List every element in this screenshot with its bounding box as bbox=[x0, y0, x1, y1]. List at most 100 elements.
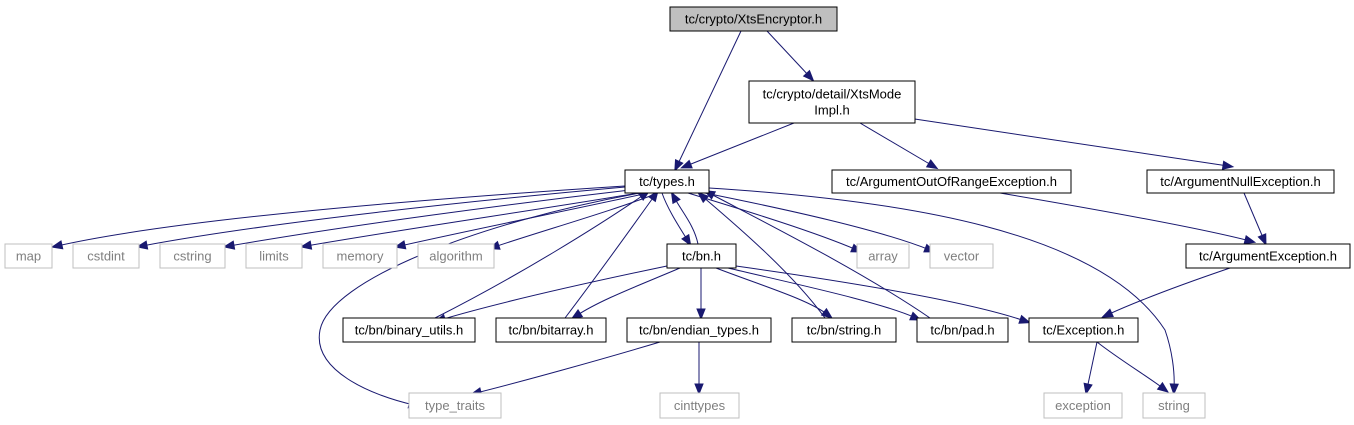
arrowhead bbox=[680, 159, 693, 169]
node-map: map bbox=[4, 243, 53, 269]
arrowhead bbox=[820, 307, 834, 319]
node-label: limits bbox=[259, 249, 289, 264]
edge-xtsmode-to-anull bbox=[907, 117, 1235, 170]
node-box bbox=[322, 243, 398, 269]
edge-line bbox=[141, 186, 626, 247]
node-endian[interactable]: tc/bn/endian_types.h bbox=[626, 317, 772, 343]
node-box bbox=[245, 243, 303, 269]
node-bnstring[interactable]: tc/bn/string.h bbox=[791, 317, 897, 343]
node-bn[interactable]: tc/bn.h bbox=[666, 243, 737, 269]
arrowhead bbox=[50, 240, 64, 250]
edge-aoor-to-aexc bbox=[999, 192, 1257, 245]
edge-root-to-types bbox=[674, 30, 742, 172]
node-box bbox=[417, 243, 495, 269]
node-box bbox=[831, 169, 1072, 194]
node-label: map bbox=[16, 249, 41, 264]
node-label: tc/Exception.h bbox=[1043, 323, 1125, 338]
edge-line bbox=[708, 187, 1175, 390]
edge-line bbox=[1106, 267, 1231, 316]
node-box bbox=[626, 317, 772, 343]
node-box bbox=[666, 243, 737, 269]
node-root: tc/crypto/XtsEncryptor.h bbox=[669, 6, 838, 32]
node-algorithm: algorithm bbox=[417, 243, 495, 269]
edge-bitarray-to-types bbox=[564, 189, 659, 319]
edge-types-to-cstdint bbox=[135, 186, 626, 250]
node-label: Impl.h bbox=[814, 103, 849, 118]
edge-bn-to-types bbox=[670, 191, 699, 245]
edge-line bbox=[305, 192, 639, 247]
arrowhead bbox=[393, 240, 407, 250]
arrowhead bbox=[1018, 314, 1032, 324]
arrowhead bbox=[670, 191, 681, 205]
edge-types-to-cstring bbox=[222, 189, 631, 250]
node-limits: limits bbox=[245, 243, 303, 269]
arrowhead bbox=[1083, 382, 1093, 396]
node-pad[interactable]: tc/bn/pad.h bbox=[916, 317, 1009, 343]
node-box bbox=[856, 243, 910, 269]
edge-xtsmode-to-aoor bbox=[859, 122, 939, 170]
edge-line bbox=[766, 30, 811, 78]
node-label: tc/ArgumentNullException.h bbox=[1160, 174, 1320, 189]
arrowhead bbox=[222, 240, 236, 250]
edge-xtsmode-to-types bbox=[680, 122, 795, 169]
edge-types-to-typetraits bbox=[318, 192, 641, 409]
node-box bbox=[624, 169, 710, 194]
node-box bbox=[495, 317, 607, 343]
node-exception[interactable]: tc/Exception.h bbox=[1028, 317, 1139, 343]
node-box bbox=[1146, 169, 1335, 194]
edge-line bbox=[228, 189, 631, 247]
node-cinttypes: cinttypes bbox=[659, 392, 740, 419]
edge-exception-to-stdexception bbox=[1083, 341, 1098, 396]
edge-types-to-limits bbox=[299, 192, 639, 250]
node-box bbox=[916, 317, 1009, 343]
edge-line bbox=[999, 192, 1251, 242]
node-string: string bbox=[1142, 392, 1206, 419]
edge-line bbox=[564, 194, 656, 319]
graph-nodes: tc/crypto/XtsEncryptor.h tc/crypto/detail… bbox=[4, 6, 1351, 419]
arrowhead bbox=[299, 240, 313, 250]
node-box bbox=[342, 317, 476, 343]
node-box bbox=[659, 392, 740, 419]
edge-endian-to-cinttypes bbox=[694, 342, 704, 396]
edge-types-to-array bbox=[687, 192, 863, 253]
node-aoor[interactable]: tc/ArgumentOutOfRangeException.h bbox=[831, 169, 1072, 194]
edge-line bbox=[318, 192, 641, 406]
node-box bbox=[669, 6, 838, 32]
node-label: tc/bn/string.h bbox=[807, 323, 881, 338]
edge-line bbox=[1096, 341, 1165, 390]
node-anull[interactable]: tc/ArgumentNullException.h bbox=[1146, 169, 1335, 194]
node-bitarray[interactable]: tc/bn/bitarray.h bbox=[495, 317, 607, 343]
edge-types-to-map bbox=[50, 185, 626, 250]
node-array: array bbox=[856, 243, 910, 269]
edge-line bbox=[575, 267, 681, 317]
edge-line bbox=[735, 265, 1026, 322]
edge-bnstring-to-types bbox=[697, 191, 826, 319]
arrowhead bbox=[694, 383, 704, 396]
edge-line bbox=[56, 185, 626, 247]
edge-types-to-string bbox=[708, 187, 1179, 396]
arrowhead bbox=[570, 309, 584, 320]
node-label: tc/bn/pad.h bbox=[930, 323, 994, 338]
edge-line bbox=[1086, 341, 1098, 390]
edge-line bbox=[475, 341, 661, 394]
node-aexc[interactable]: tc/ArgumentException.h bbox=[1185, 243, 1351, 269]
node-label: algorithm bbox=[429, 249, 482, 264]
edge-line bbox=[907, 117, 1229, 167]
edge-line bbox=[676, 30, 742, 167]
edge-exception-to-string bbox=[1096, 341, 1170, 393]
node-box bbox=[791, 317, 897, 343]
arrowhead bbox=[1221, 160, 1235, 170]
arrowhead bbox=[647, 189, 659, 203]
edge-line bbox=[685, 122, 795, 167]
arrowhead bbox=[674, 159, 684, 172]
edge-line bbox=[727, 267, 917, 319]
edge-anull-to-aexc bbox=[1243, 192, 1267, 246]
node-types[interactable]: tc/types.h bbox=[624, 169, 710, 194]
node-memory: memory bbox=[322, 243, 398, 269]
node-box bbox=[159, 243, 226, 269]
arrowhead bbox=[696, 308, 706, 321]
node-binutils[interactable]: tc/bn/binary_utils.h bbox=[342, 317, 476, 343]
arrowhead bbox=[135, 240, 149, 250]
arrowhead bbox=[1169, 383, 1179, 396]
